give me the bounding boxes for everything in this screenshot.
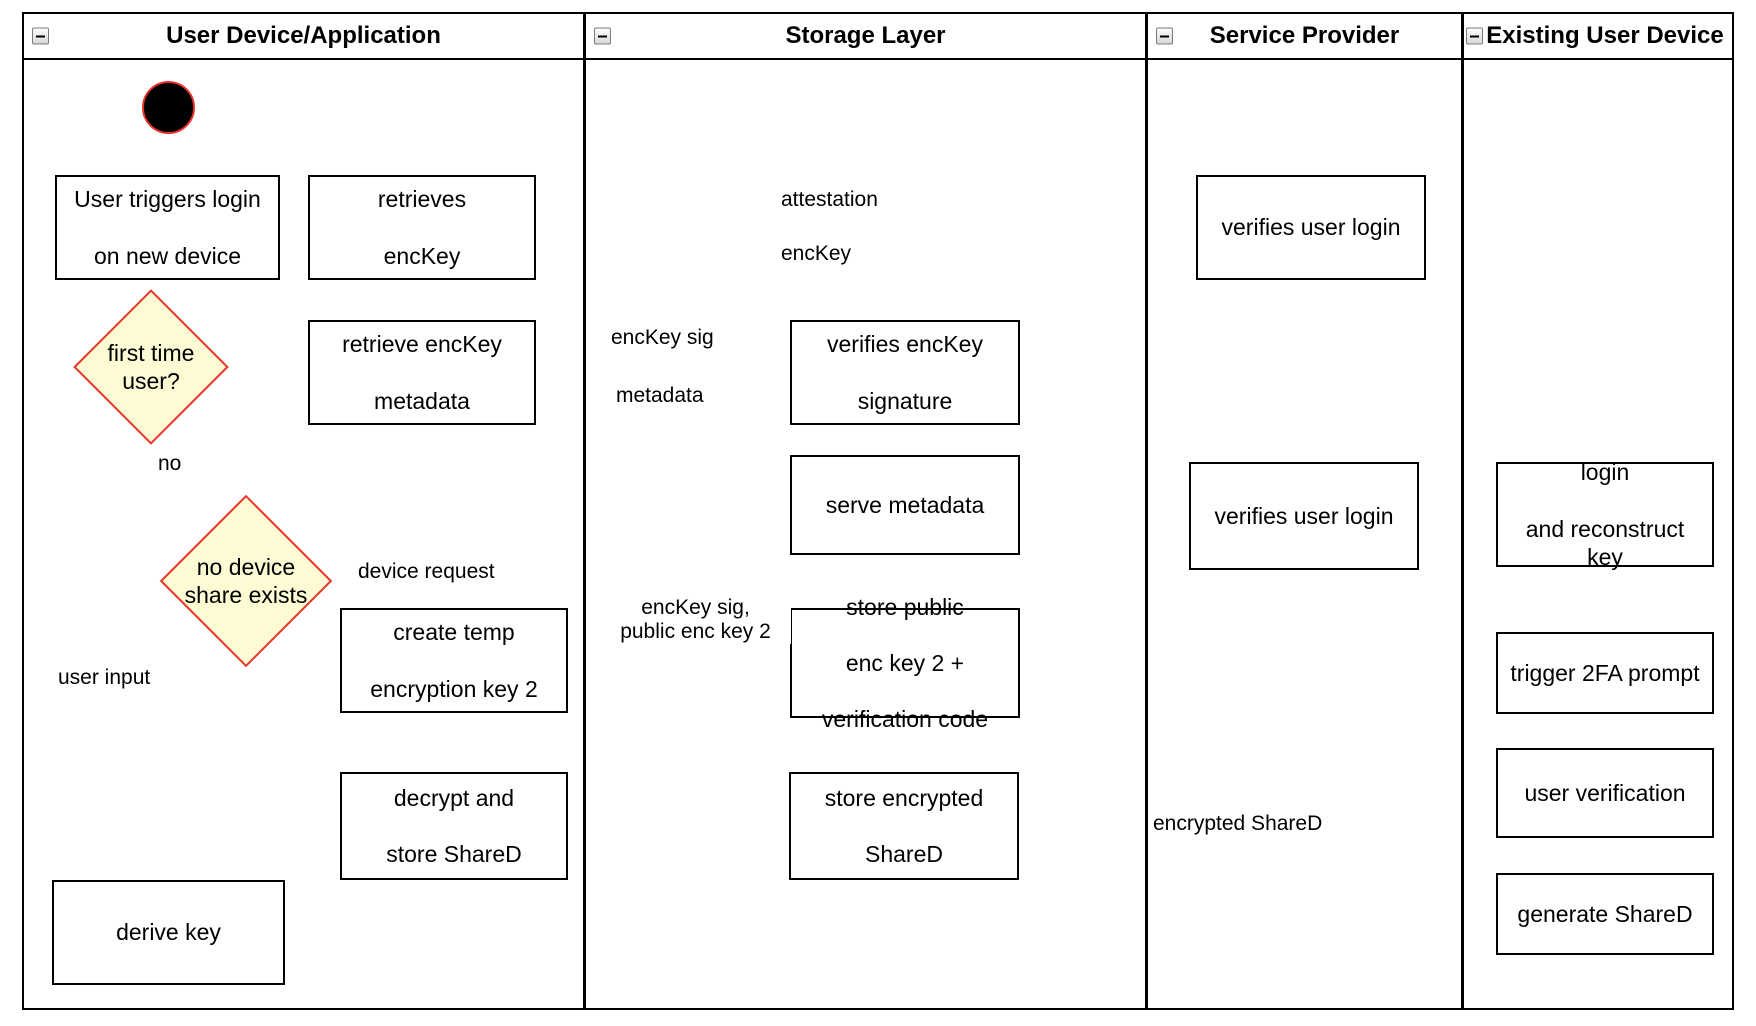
node-text-line1: user verification bbox=[1524, 779, 1686, 806]
decision-first-time-user[interactable]: first time user? bbox=[73, 289, 229, 445]
node-text-line2: ShareD bbox=[865, 841, 943, 868]
lane-header-service[interactable]: Service Provider bbox=[1146, 12, 1463, 60]
collapse-minus-icon[interactable] bbox=[32, 27, 49, 45]
node-text-line2: on new device bbox=[93, 242, 242, 269]
node-verifies-user-login-2[interactable]: verifies user login bbox=[1189, 462, 1419, 570]
decision-text-line2: user? bbox=[122, 368, 180, 394]
node-text-line1: decrypt and bbox=[393, 784, 515, 811]
node-text-line1: derive key bbox=[116, 919, 221, 946]
edge-label-enckey-sig-public-enc-key-2: encKey sig, public enc key 2 bbox=[600, 596, 791, 645]
node-trigger-2fa-prompt[interactable]: trigger 2FA prompt bbox=[1496, 632, 1714, 714]
edge-label-device-request: device request bbox=[355, 560, 498, 585]
lane-header-storage[interactable]: Storage Layer bbox=[584, 12, 1147, 60]
edge-label-metadata: metadata bbox=[613, 384, 707, 409]
node-login-and-reconstruct-key[interactable]: login and reconstruct key bbox=[1496, 459, 1714, 570]
node-text-line1: verifies user login bbox=[1221, 214, 1401, 241]
node-generate-shared[interactable]: generate ShareD bbox=[1496, 873, 1714, 955]
node-text-line2: and reconstruct key bbox=[1525, 515, 1685, 570]
node-text-line1: generate ShareD bbox=[1517, 900, 1693, 927]
start-node[interactable] bbox=[142, 81, 195, 134]
collapse-minus-icon[interactable] bbox=[1156, 27, 1173, 45]
node-text-line2: enc key 2 + bbox=[845, 649, 965, 676]
decision-text-line2: share exists bbox=[184, 582, 308, 608]
node-derive-key[interactable]: derive key bbox=[52, 880, 285, 985]
node-text-line2: encKey bbox=[383, 242, 461, 269]
node-text-line1: store encrypted bbox=[824, 784, 984, 811]
node-text-line1: verifies encKey bbox=[827, 331, 983, 358]
lane-header-user-device[interactable]: User Device/Application bbox=[22, 12, 585, 60]
node-text-line2: store ShareD bbox=[386, 841, 522, 868]
node-text-line1: create temp bbox=[393, 619, 515, 646]
node-text-line2: metadata bbox=[374, 387, 470, 414]
lane-title-existing-device: Existing User Device bbox=[1486, 22, 1724, 49]
edge-label-encrypted-shared: encrypted ShareD bbox=[1150, 812, 1326, 837]
node-text-line1: verifies user login bbox=[1214, 502, 1394, 529]
node-text-line1: retrieves bbox=[377, 186, 467, 213]
lane-title-storage: Storage Layer bbox=[785, 22, 946, 49]
node-create-temp-encryption-key-2[interactable]: create temp encryption key 2 bbox=[340, 608, 568, 713]
node-text-line1: login bbox=[1580, 459, 1630, 486]
decision-text-line1: first time bbox=[107, 339, 195, 366]
edge-label-enckey: encKey bbox=[778, 242, 855, 267]
node-text-line1: serve metadata bbox=[825, 491, 985, 518]
node-user-triggers-login[interactable]: User triggers login on new device bbox=[55, 175, 280, 280]
node-store-encrypted-shared[interactable]: store encrypted ShareD bbox=[789, 772, 1019, 880]
edge-label-enckey-sig: encKey sig bbox=[608, 326, 717, 351]
node-verifies-enckey-signature[interactable]: verifies encKey signature bbox=[790, 320, 1020, 425]
lane-title-user-device: User Device/Application bbox=[166, 22, 441, 49]
node-text-line1: store public bbox=[846, 593, 964, 620]
node-decrypt-and-store-shared[interactable]: decrypt and store ShareD bbox=[340, 772, 568, 880]
node-text-line1: trigger 2FA prompt bbox=[1510, 659, 1700, 686]
node-serve-metadata[interactable]: serve metadata bbox=[790, 455, 1020, 555]
decision-no-device-share-exists[interactable]: no device share exists bbox=[159, 494, 333, 668]
decision-text-line1: no device bbox=[196, 553, 296, 580]
node-user-verification[interactable]: user verification bbox=[1496, 748, 1714, 838]
node-text-line2: encryption key 2 bbox=[370, 675, 538, 702]
edge-label-line1: encKey sig, bbox=[641, 596, 750, 619]
edge-label-line2: public enc key 2 bbox=[620, 620, 771, 644]
node-text-line3: verification code bbox=[821, 706, 989, 733]
edge-label-no: no bbox=[155, 452, 185, 477]
node-text-line1: User triggers login bbox=[74, 186, 261, 213]
node-text-line1: retrieve encKey bbox=[342, 331, 502, 358]
node-store-public-enc-key-2[interactable]: store public enc key 2 + verification co… bbox=[790, 594, 1020, 732]
node-text-line2: signature bbox=[857, 387, 953, 414]
edge-label-attestation: attestation bbox=[778, 188, 881, 213]
lane-title-service: Service Provider bbox=[1209, 22, 1400, 49]
edge-label-user-input: user input bbox=[55, 666, 154, 691]
collapse-minus-icon[interactable] bbox=[594, 27, 611, 45]
node-retrieves-enckey[interactable]: retrieves encKey bbox=[308, 175, 536, 280]
lane-header-existing-device[interactable]: Existing User Device bbox=[1462, 12, 1734, 60]
node-retrieve-enckey-metadata[interactable]: retrieve encKey metadata bbox=[308, 320, 536, 425]
node-verifies-user-login-1[interactable]: verifies user login bbox=[1196, 175, 1426, 280]
collapse-minus-icon[interactable] bbox=[1466, 27, 1483, 45]
